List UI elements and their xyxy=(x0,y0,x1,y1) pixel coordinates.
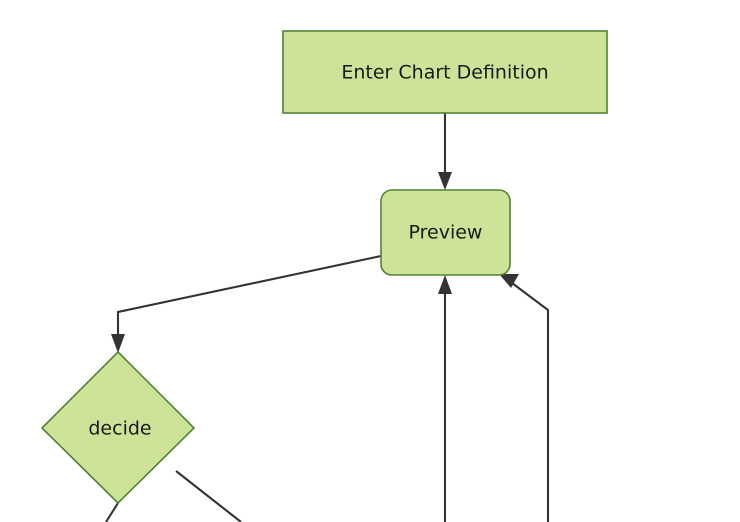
arrowhead-icon xyxy=(438,275,452,294)
arrowhead-icon xyxy=(499,274,519,288)
edge-decide-to-offscreen-right xyxy=(175,470,242,522)
preview-shape[interactable] xyxy=(380,189,511,276)
node-enter-chart-definition[interactable]: Enter Chart Definition xyxy=(282,30,608,114)
arrowhead-icon xyxy=(438,172,452,190)
decide-shape[interactable] xyxy=(40,350,196,505)
edge-decide-to-offscreen-left xyxy=(105,502,119,522)
node-decide[interactable]: decide xyxy=(40,350,196,505)
edge-line xyxy=(175,470,242,522)
enter-chart-definition-shape[interactable] xyxy=(282,30,608,114)
edge-line xyxy=(105,502,119,522)
edge-enter-chart-definition-to-preview xyxy=(438,113,452,190)
edge-line xyxy=(511,282,550,522)
edge-line xyxy=(116,254,382,340)
edge-offscreen-right-to-preview xyxy=(499,274,550,522)
node-preview[interactable]: Preview xyxy=(380,189,511,276)
edge-offscreen-center-to-preview xyxy=(438,275,452,522)
arrowhead-icon xyxy=(111,334,125,353)
edge-preview-to-decide xyxy=(111,254,382,353)
